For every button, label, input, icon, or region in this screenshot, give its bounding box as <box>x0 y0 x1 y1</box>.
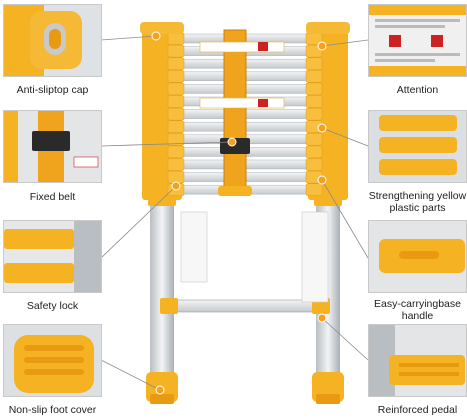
caption-fixed-belt: Fixed belt <box>29 191 76 203</box>
right-top-cap <box>306 22 350 34</box>
leader-line <box>321 127 369 147</box>
rung-end-cap <box>305 107 323 121</box>
rung-end-cap <box>167 170 185 184</box>
rung-end-cap <box>305 57 323 70</box>
detail-fixed-belt <box>3 110 102 183</box>
callout-dot <box>317 313 327 323</box>
warning-label <box>199 41 285 53</box>
left-stile-lower <box>150 200 174 380</box>
leader-line <box>100 35 157 41</box>
rung-end-cap <box>167 70 185 83</box>
detail-easy-carrying-handle <box>368 220 467 293</box>
caption-anti-sliptop-cap: Anti-sliptop cap <box>16 84 89 96</box>
leader-line <box>321 317 369 361</box>
callout-dot <box>227 137 237 147</box>
leader-line <box>321 179 369 259</box>
rung-end-cap <box>167 82 185 96</box>
callout-markers <box>100 31 369 395</box>
callout-dot <box>171 181 181 191</box>
detail-attention <box>368 4 467 77</box>
rung-end-cap <box>167 95 185 108</box>
rung-end-cap <box>167 158 185 171</box>
usage-decal-right <box>301 211 329 303</box>
caption-non-slip-foot: Non-slip foot cover <box>8 404 97 416</box>
detail-non-slip-foot <box>3 324 102 397</box>
rung-end-cap <box>305 158 323 171</box>
caption-attention: Attention <box>396 84 439 96</box>
rung-end-cap <box>305 82 323 96</box>
caption-strengthening: Strengthening yellow plastic parts <box>368 190 467 214</box>
rung-end-cap <box>305 95 323 108</box>
callout-dot <box>317 41 327 51</box>
callout-dot <box>317 123 327 133</box>
left-top-cap <box>140 22 184 34</box>
rung-end-cap <box>167 44 185 58</box>
caption-safety-lock: Safety lock <box>26 300 79 312</box>
callout-dot <box>151 31 161 41</box>
rung-end-cap <box>167 120 185 133</box>
leader-line <box>100 185 177 259</box>
rung-end-cap <box>305 183 323 196</box>
rung-end-cap <box>167 32 185 45</box>
rung-end-cap <box>305 133 323 146</box>
usage-decal-left <box>180 211 208 283</box>
callout-dot <box>317 175 327 185</box>
rung-end-cap <box>305 44 323 58</box>
rung-end-cap <box>305 70 323 83</box>
leader-line <box>100 141 233 147</box>
detail-strengthening-parts <box>368 110 467 183</box>
callout-dot <box>155 385 165 395</box>
rung-end-cap <box>167 133 185 146</box>
rung-end-cap <box>305 145 323 159</box>
detail-safety-lock <box>3 220 102 293</box>
leader-line <box>321 39 369 47</box>
caption-easy-carrying: Easy-carryingbase handle <box>374 298 461 322</box>
fixed-belt <box>218 29 252 196</box>
rung-end-cap <box>167 107 185 121</box>
leader-line <box>100 359 161 391</box>
rung-end-cap <box>167 145 185 159</box>
rung-end-cap <box>167 57 185 70</box>
detail-reinforced-pedal <box>368 324 467 397</box>
caption-reinforced-pedal: Reinforced pedal <box>377 404 458 416</box>
detail-anti-sliptop-cap <box>3 4 102 77</box>
